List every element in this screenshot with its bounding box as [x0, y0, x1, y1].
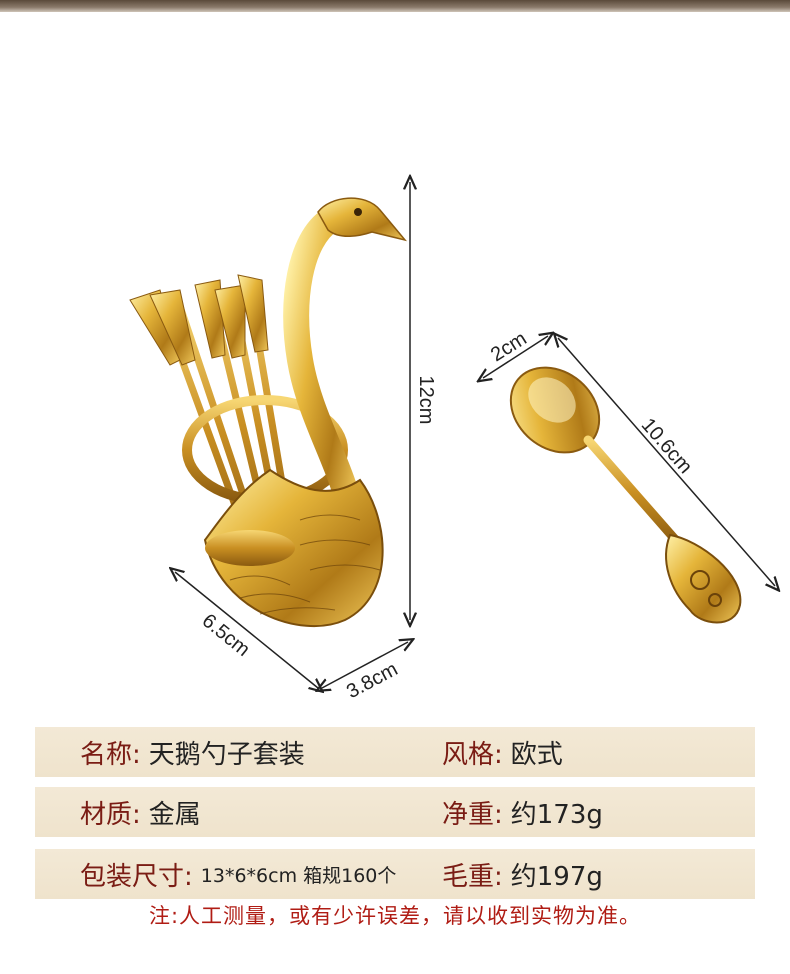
width-label: 3.8cm: [343, 658, 401, 703]
name-label: 名称:: [80, 739, 141, 770]
spoon-width-dimension-line: [483, 336, 548, 378]
spoon-length-label: 10.6cm: [637, 414, 697, 478]
top-border: [0, 0, 790, 12]
height-label: 12cm: [415, 376, 437, 425]
measurement-note: 注:人工测量，或有少许误差，请以收到实物为准。: [148, 904, 642, 928]
swan-holder-image: [129, 197, 408, 628]
spec-style: 风格: 欧式: [442, 727, 563, 777]
gross-weight-value: 约197g: [510, 861, 603, 892]
package-value: 13*6*6cm 箱规160个: [200, 864, 397, 887]
net-weight-value: 约173g: [510, 799, 603, 830]
material-value: 金属: [148, 799, 201, 830]
net-weight-label: 净重:: [442, 799, 503, 830]
style-value: 欧式: [510, 739, 563, 770]
width-dimension-line: [322, 642, 408, 688]
gross-weight-label: 毛重:: [442, 861, 503, 892]
product-illustration: 12cm 6.5cm 3.8cm 2cm 10.6cm: [129, 12, 790, 703]
package-label: 包装尺寸:: [80, 861, 193, 892]
spec-row-2: 材质: 金属 净重: 约173g: [35, 787, 755, 837]
material-label: 材质:: [80, 799, 141, 830]
spec-row-3: 包装尺寸: 13*6*6cm 箱规160个 毛重: 约197g: [35, 849, 755, 899]
style-label: 风格:: [442, 739, 503, 770]
spec-material: 材质: 金属: [80, 787, 201, 837]
depth-dimension-line: [175, 572, 318, 688]
spoon-length-dimension-line: [558, 338, 775, 586]
spec-row-1: 名称: 天鹅勺子套装 风格: 欧式: [35, 727, 755, 777]
spec-gross-weight: 毛重: 约197g: [442, 849, 603, 899]
depth-label: 6.5cm: [198, 610, 254, 661]
spoon-image: [509, 366, 742, 624]
name-value: 天鹅勺子套装: [148, 739, 305, 770]
spec-name: 名称: 天鹅勺子套装: [80, 727, 305, 777]
spec-net-weight: 净重: 约173g: [442, 787, 603, 837]
spec-package: 包装尺寸: 13*6*6cm 箱规160个: [80, 849, 396, 899]
